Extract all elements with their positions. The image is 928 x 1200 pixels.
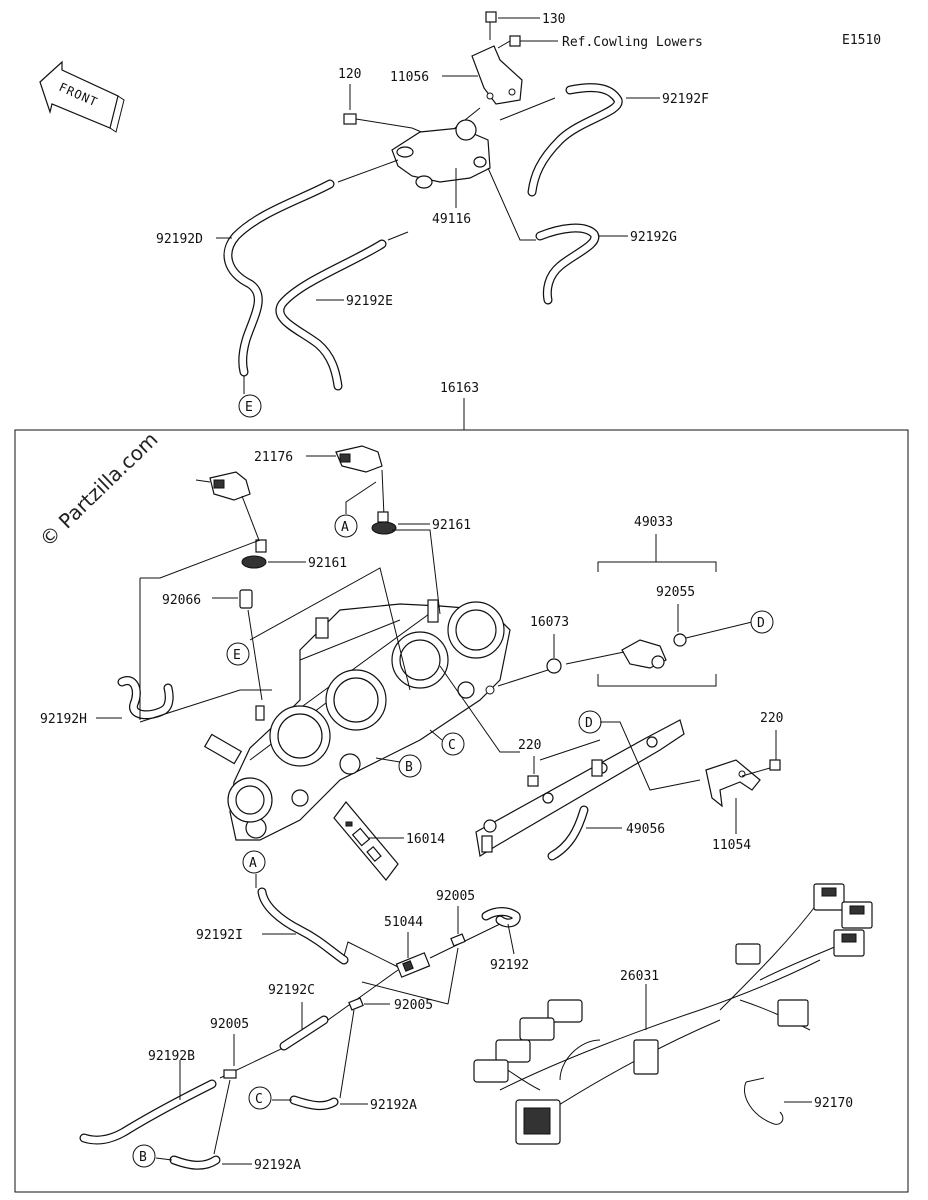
callout-11054: 11054: [712, 838, 751, 853]
ref-letter-E-mid: E: [233, 648, 241, 663]
sensor-left-icon: [209, 471, 263, 549]
hose-92192H-icon: [117, 676, 174, 720]
ref-letter-A-lower: A: [249, 856, 257, 871]
ref-letter-C-lower: C: [255, 1092, 263, 1107]
bolt-220-left-icon: [527, 775, 539, 787]
front-arrow-icon: FRONT: [39, 60, 125, 133]
callout-92055: 92055: [656, 585, 695, 600]
callout-92192B: 92192B: [148, 1049, 195, 1064]
hose-92192I-icon: [257, 887, 349, 965]
diagram-code: E1510: [842, 33, 881, 48]
fitting-92005-top-icon: [450, 933, 466, 947]
hose-92192F-icon: [527, 83, 623, 197]
hose-92192C-icon: [279, 1015, 329, 1051]
ref-letter-B-lower: B: [139, 1150, 147, 1165]
ref-letter-E-top: E: [245, 400, 253, 415]
grommet-92161-right-icon: [371, 511, 397, 535]
callout-11056: 11056: [390, 70, 429, 85]
callout-92192E: 92192E: [346, 294, 393, 309]
callout-92192A-upper: 92192A: [370, 1098, 417, 1113]
ref-letter-D-right: D: [757, 616, 765, 631]
callout-92161-right: 92161: [432, 518, 471, 533]
callout-51044: 51044: [384, 915, 423, 930]
callout-92192H: 92192H: [40, 712, 87, 727]
wire-harness-26031-icon: [473, 883, 873, 1145]
bolt-130-icon: [485, 11, 497, 40]
valve-49116-icon: [391, 97, 556, 189]
callout-92192D: 92192D: [156, 232, 203, 247]
injector-icon: [621, 639, 667, 669]
callout-26031: 26031: [620, 969, 659, 984]
ref-letter-B-mid: B: [405, 760, 413, 775]
hose-92192D-icon: [223, 179, 335, 377]
assembly-frame: [14, 429, 909, 1193]
callout-92192I: 92192I: [196, 928, 243, 943]
ref-letter-C-mid: C: [448, 738, 456, 753]
callout-16014: 16014: [406, 832, 445, 847]
bracket-11054-icon: [705, 759, 761, 808]
reference-note: Ref.Cowling Lowers: [562, 35, 703, 50]
check-valve-51044-icon: [395, 952, 431, 978]
callout-92066: 92066: [162, 593, 201, 608]
fuel-hose-49056-icon: [547, 805, 589, 861]
callout-92192C: 92192C: [268, 983, 315, 998]
grommet-92161-left-icon: [241, 539, 267, 569]
callout-92192F: 92192F: [662, 92, 709, 107]
bolt-120-icon: [343, 113, 413, 129]
hose-92192A-lower-icon: [169, 1155, 221, 1170]
watermark: © Partzilla.com: [35, 427, 163, 551]
ref-letter-D-rail: D: [585, 716, 593, 731]
callout-92005-low: 92005: [210, 1017, 249, 1032]
assembly-label: 16163: [440, 381, 479, 396]
callout-220-right: 220: [760, 711, 783, 726]
fitting-92005-low-icon: [223, 1069, 237, 1079]
callout-92192A-lower: 92192A: [254, 1158, 301, 1173]
callout-49056: 49056: [626, 822, 665, 837]
bracket-11056-icon: [471, 45, 523, 105]
sensor-21176-icon: [335, 445, 385, 517]
callout-92192G: 92192G: [630, 230, 677, 245]
callout-120: 120: [338, 67, 361, 82]
seal-16073-icon: [546, 658, 562, 674]
throttle-body-icon: [203, 599, 511, 841]
callout-49033: 49033: [634, 515, 673, 530]
hose-92192-icon: [481, 907, 521, 928]
fuel-rail-49056-icon: [475, 719, 685, 857]
callout-92161-left: 92161: [308, 556, 347, 571]
callout-16073: 16073: [530, 615, 569, 630]
clamp-92170-icon: [744, 1077, 784, 1125]
sensor-16014-icon: [333, 801, 399, 881]
hose-92192G-icon: [535, 223, 600, 305]
callout-92005-top: 92005: [436, 889, 475, 904]
callout-92192: 92192: [490, 958, 529, 973]
hose-92192A-upper-icon: [289, 1095, 339, 1111]
cap-92066-icon: [239, 589, 253, 609]
bolt-220-right-icon: [769, 759, 781, 771]
callout-49116: 49116: [432, 212, 471, 227]
hose-92192B-icon: [79, 1079, 217, 1145]
callout-220-left: 220: [518, 738, 541, 753]
bolt-ref-icon: [497, 35, 521, 49]
fitting-92005-mid-icon: [348, 997, 364, 1011]
callout-92170: 92170: [814, 1096, 853, 1111]
callout-21176: 21176: [254, 450, 293, 465]
hose-92192E-icon: [275, 239, 387, 391]
oring-92055-icon: [673, 633, 687, 647]
callout-92005-mid: 92005: [394, 998, 433, 1013]
callout-130: 130: [542, 12, 565, 27]
ref-letter-A-upper: A: [341, 520, 349, 535]
